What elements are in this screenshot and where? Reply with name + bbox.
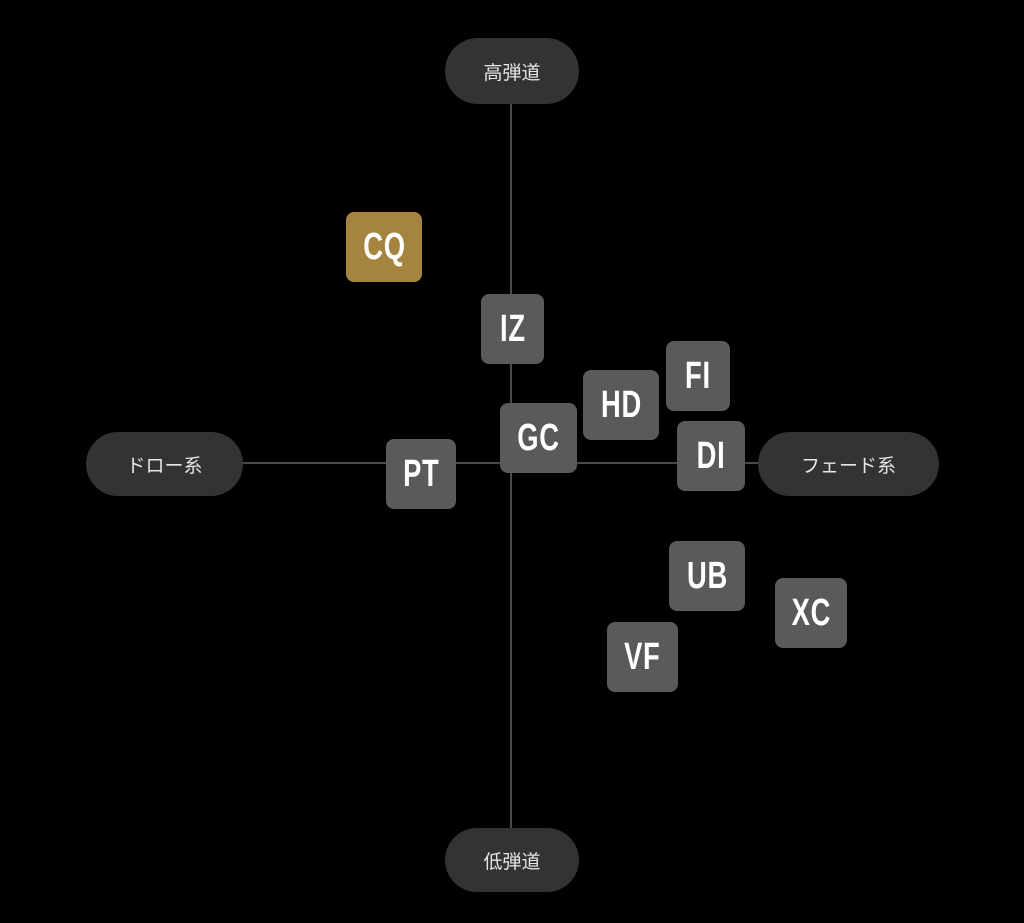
item-label: DI (696, 434, 726, 477)
item-iz[interactable]: IZ (481, 294, 544, 364)
item-fi[interactable]: FI (666, 341, 730, 411)
axis-label-low-trajectory: 低弾道 (445, 828, 579, 892)
item-label: XC (791, 591, 831, 634)
item-pt[interactable]: PT (386, 439, 456, 509)
item-label: FI (685, 354, 711, 397)
item-label: PT (402, 452, 440, 495)
item-hd[interactable]: HD (583, 370, 659, 440)
item-label: UB (686, 554, 728, 597)
axis-label-high-trajectory: 高弾道 (445, 38, 579, 104)
item-ub[interactable]: UB (669, 541, 745, 611)
item-cq[interactable]: CQ (346, 212, 422, 282)
item-label: HD (600, 383, 642, 426)
item-label: IZ (499, 307, 526, 350)
item-label: GC (517, 416, 560, 459)
item-label: VF (624, 635, 661, 678)
item-vf[interactable]: VF (607, 622, 678, 692)
item-xc[interactable]: XC (775, 578, 847, 648)
item-di[interactable]: DI (677, 421, 745, 491)
axis-label-fade: フェード系 (758, 432, 939, 496)
item-gc[interactable]: GC (500, 403, 577, 473)
axis-label-draw: ドロー系 (86, 432, 243, 496)
item-label: CQ (362, 225, 406, 268)
